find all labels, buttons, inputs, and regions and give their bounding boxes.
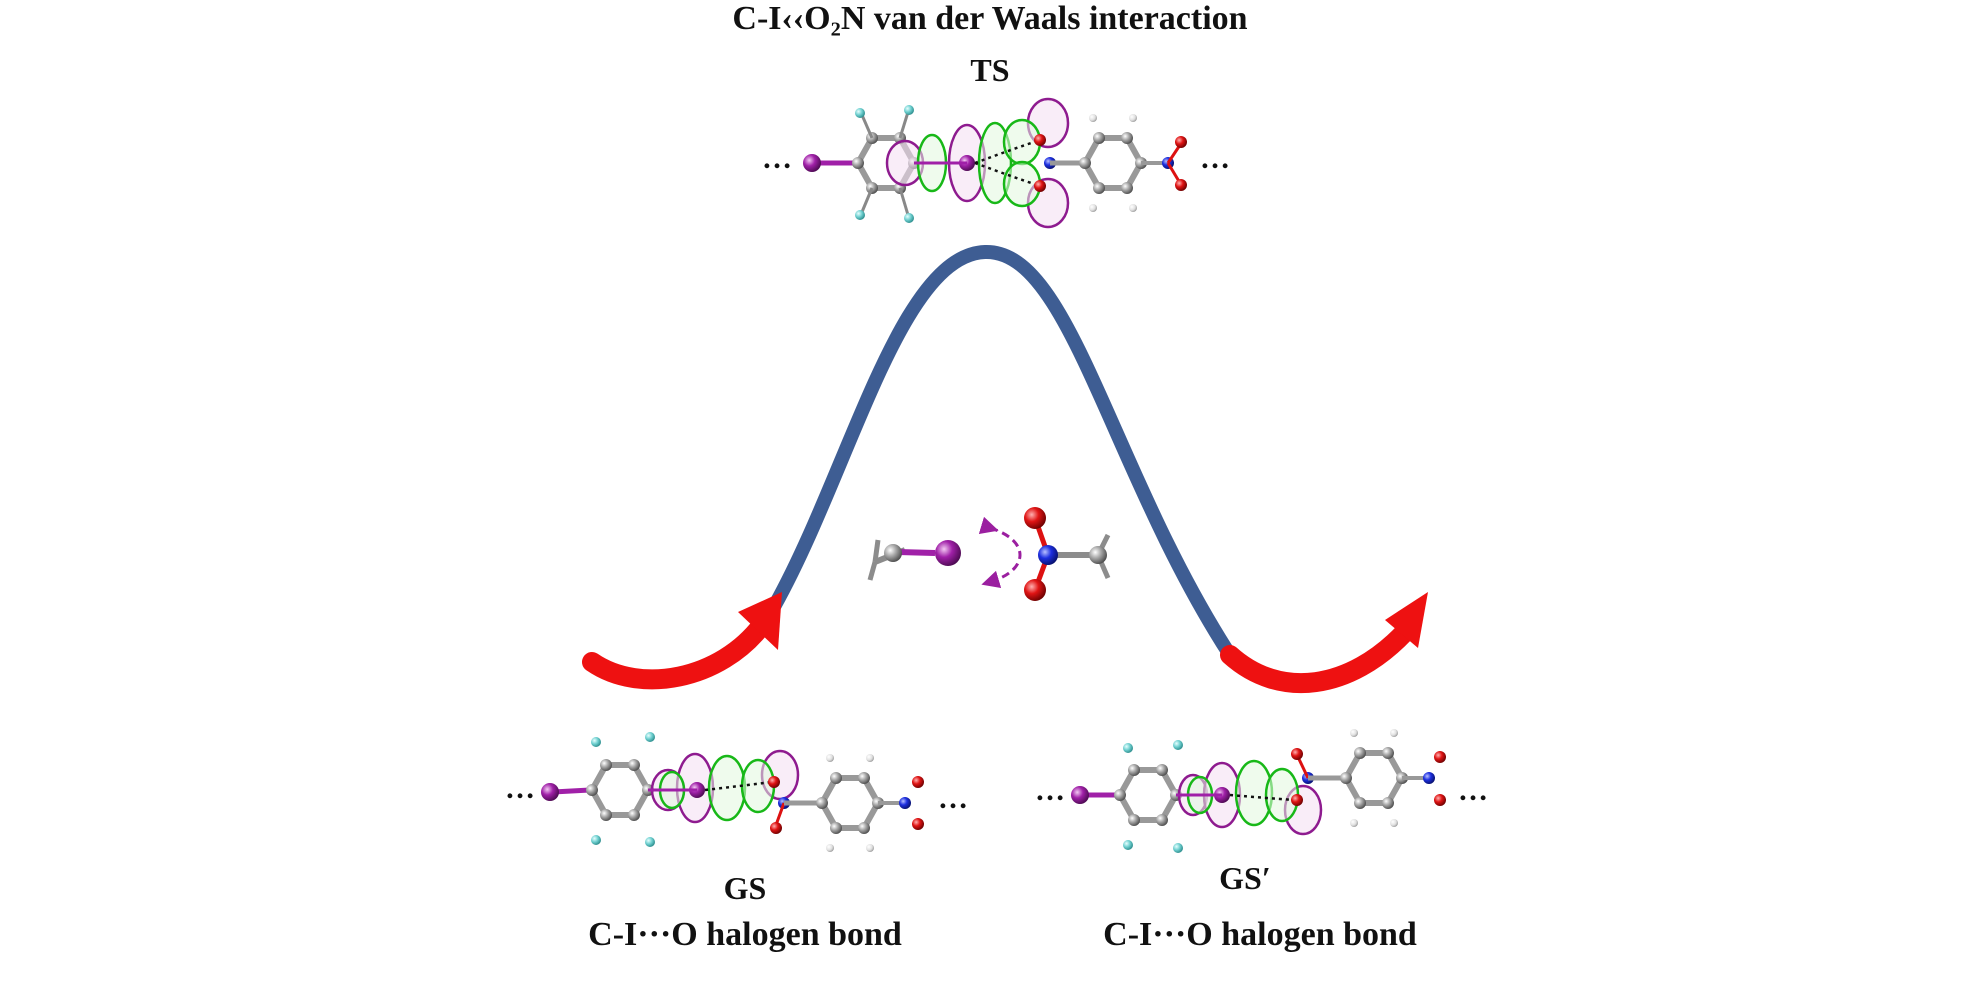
gs-label: GS [723, 870, 767, 906]
oxygen-atom [1024, 579, 1046, 601]
nitrogen-atom [1038, 545, 1058, 565]
gs-subtitle: C-I···O halogen bond [588, 916, 902, 953]
red-arrow-left [582, 592, 782, 690]
gs-molecule: … [505, 732, 968, 852]
ellipsis: … [938, 782, 968, 815]
barrier-curve [768, 244, 1237, 662]
oxygen-atom [1024, 507, 1046, 529]
ellipsis: … [1035, 774, 1065, 807]
rotation-arrow-icon [978, 516, 1022, 589]
ellipsis: … [1458, 774, 1488, 807]
iodine-atom [1071, 786, 1089, 804]
diagram-title: C-I‹‹O₂N van der Waals interaction [732, 0, 1248, 37]
iodine-atom [541, 783, 559, 801]
carbon-atom [1089, 546, 1107, 564]
gs-prime-molecule: … [1035, 729, 1488, 853]
ts-label: TS [970, 52, 1010, 88]
iodine-atom [803, 154, 821, 172]
ellipsis: … [505, 772, 535, 805]
ellipsis: … [762, 142, 792, 175]
carbon-atom [884, 544, 902, 562]
gs-prime-label: GS′ [1219, 860, 1271, 896]
ts-molecule: … [762, 97, 1230, 229]
iodine-atom [935, 540, 961, 566]
rotation-motif [867, 507, 1111, 601]
gs-prime-subtitle: C-I···O halogen bond [1103, 916, 1417, 953]
red-arrow-right [1220, 592, 1428, 694]
ellipsis: … [1200, 142, 1230, 175]
